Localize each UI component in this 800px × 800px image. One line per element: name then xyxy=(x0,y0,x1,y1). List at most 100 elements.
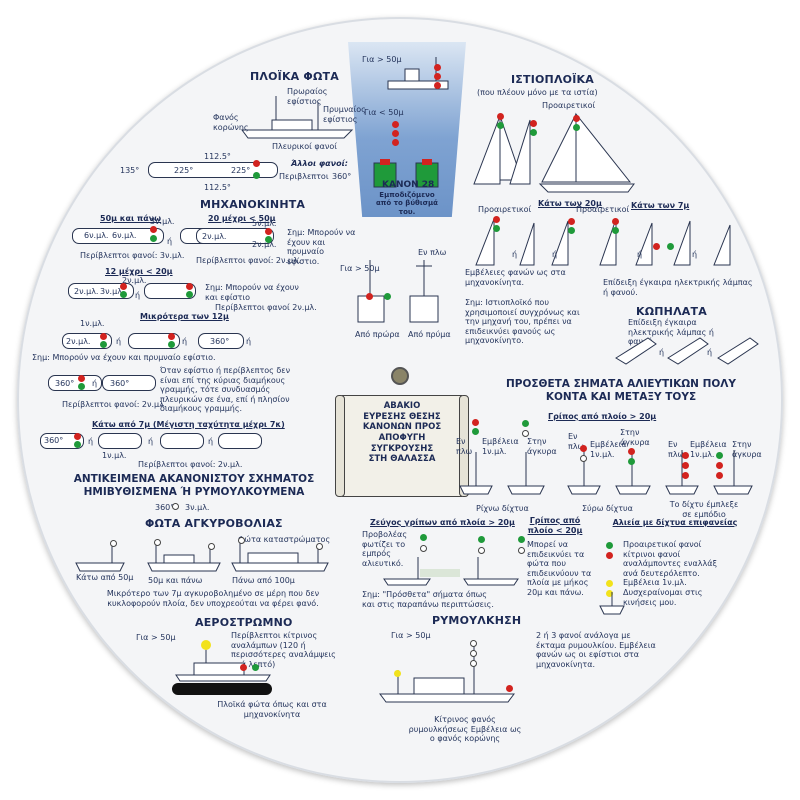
optional-lights-label: Προαιρετικοί xyxy=(542,101,596,110)
port-light xyxy=(100,333,107,340)
red-lamp xyxy=(682,452,689,459)
center-title-scroll: ΑΒΑΚΙΟ ΕΥΡΕΣΗΣ ΘΕΣΗΣ ΚΑΝΟΝΩΝ ΠΡΟΣ ΑΠΟΦΥΓ… xyxy=(335,395,469,497)
port-light xyxy=(168,333,175,340)
starboard-light xyxy=(186,291,193,298)
underway-label: Εν πλω xyxy=(668,440,685,459)
green-lamp xyxy=(420,534,427,541)
banner-red-lamp xyxy=(392,121,399,128)
white-lamp xyxy=(208,543,215,550)
surface-nets-heading: Αλιεία με δίχτυα επιφανείας xyxy=(612,518,738,527)
starboard-light xyxy=(74,441,81,448)
range-1nm: 1ν.μλ. xyxy=(80,319,105,328)
range-2nm: 2ν.μλ. xyxy=(202,232,227,241)
angle-225-right: 225° xyxy=(231,166,251,175)
green-lamp xyxy=(518,536,525,543)
ship-lights-title: ΠΛΟΪΚΑ ΦΩΤΑ xyxy=(250,70,339,83)
range-label: Εμβέλεια 1ν.μλ. xyxy=(590,440,627,459)
towed-range: 3ν.μλ. xyxy=(185,503,210,512)
anchored-vessels-diagram xyxy=(75,539,329,572)
range-2nm: 2ν.μλ. xyxy=(74,287,99,296)
white-lamp xyxy=(478,547,485,554)
towing-caption: Κίτρινος φανός ρυμουλκήσεως Εμβέλεια ως … xyxy=(408,715,522,744)
white-lamp xyxy=(470,650,477,657)
sailing-vessels-diagram xyxy=(473,112,635,193)
port-light xyxy=(186,283,193,290)
angle-112-bottom: 112.5° xyxy=(204,183,231,192)
towed-degrees: 360° xyxy=(155,503,175,512)
white-lamp xyxy=(522,430,529,437)
sailing-vessels-subtitle: (που πλέουν μόνο με τα ιστία) xyxy=(477,88,598,97)
anchor-lights-title: ΦΩΤΑ ΑΓΚΥΡΟΒΟΛΙΑΣ xyxy=(145,517,283,530)
combined-lantern-note: Όταν εφίστιο ή περίβλεπτος δεν είναι επί… xyxy=(160,366,291,414)
white-lamp xyxy=(470,640,477,647)
towing-title: ΡΥΜΟΥΛΚΗΣΗ xyxy=(432,614,522,627)
white-lamp xyxy=(110,540,117,547)
or-label: ή xyxy=(208,437,214,446)
yellow-towing-lamp xyxy=(394,670,401,677)
rowing-boats-diagram xyxy=(615,337,759,365)
banner-under-50-label: Για < 50μ xyxy=(364,108,404,117)
or-label: ή xyxy=(552,250,558,259)
masthead-red-lamp xyxy=(530,120,537,127)
deg-360: 360° xyxy=(110,379,130,388)
angle-135: 135° xyxy=(120,166,140,175)
deg-360: 360° xyxy=(210,337,230,346)
hauling-nets-label: Σύρω δίχτυα xyxy=(582,504,633,513)
disc-pivot xyxy=(391,367,409,385)
vessel-360-side-alt-plan xyxy=(102,375,156,391)
anchor-over-50: 50μ και πάνω xyxy=(148,576,203,585)
sailing-torch-note: Επίδειξη έγκαιρα ηλεκτρικής λάμπας ή φαν… xyxy=(603,278,753,297)
hovercraft-title: ΑΕΡΟΣΤΡΩΜΝΟ xyxy=(195,616,293,629)
center-title-line: ΣΤΗ ΘΑΛΑΣΣΑ xyxy=(368,454,436,465)
masthead-green-lamp xyxy=(573,124,580,131)
white-lamp xyxy=(518,547,525,554)
center-title: ΑΒΑΚΙΟ ΕΥΡΕΣΗΣ ΘΕΣΗΣ ΚΑΝΟΝΩΝ ΠΡΟΣ ΑΠΟΦΥΓ… xyxy=(343,401,461,465)
other-lights-label: Άλλοι φανοί: xyxy=(291,159,348,168)
all-round-3nm: Περίβλεπτοι φανοί: 3ν.μλ. xyxy=(80,251,185,260)
masthead-green-lamp xyxy=(493,225,500,232)
green-lamp xyxy=(478,536,485,543)
starboard-light xyxy=(120,291,127,298)
range-label: Εμβέλεια 1ν.μλ. xyxy=(690,440,727,459)
range-5nm: 5ν.μλ. xyxy=(252,219,277,228)
sailing-range-note: Εμβέλειες φανών ως στα μηχανοκίνητα. xyxy=(465,268,566,287)
or-label: ή xyxy=(135,291,141,300)
banner-over-50-label: Για > 50μ xyxy=(362,55,402,64)
masthead-green-lamp xyxy=(568,227,575,234)
port-light xyxy=(78,375,85,382)
or-label: ή xyxy=(659,348,665,357)
aft-masthead-label: Πρυμναίος εφίστιος xyxy=(323,105,366,124)
green-lamp xyxy=(472,428,479,435)
all-round-label: Περιβλεπτοι xyxy=(279,172,329,181)
center-title-line: ΣΥΓΚΡΟΥΣΗΣ xyxy=(370,443,434,454)
masthead-red-lamp xyxy=(493,216,500,223)
range-6nm: 6ν.μλ. xyxy=(84,231,109,240)
towing-over-50: Για > 50μ xyxy=(391,631,431,640)
deg-360: 360° xyxy=(44,436,64,445)
range-1nm: 1ν.μλ. xyxy=(102,451,127,460)
masthead-red-lamp xyxy=(612,218,619,225)
sidelight-red-lamp xyxy=(653,243,660,250)
all-round-2nm-b: Περίβλεπτοι φανοί 2ν.μλ. xyxy=(215,303,317,312)
under-12m-heading: Μικρότερα των 12μ xyxy=(140,312,229,321)
searchlight-note: Προβολέας φωτίζει το εμπρός αλιευτικό. xyxy=(362,530,408,568)
towed-objects-title: ΑΝΤΙΚΕΙΜΕΝΑ ΑΚΑΝΟΝΙΣΤΟΥ ΣΧΗΜΑΤΟΣ ΗΜΙΒΥΘΙ… xyxy=(73,473,315,498)
vessel-360-plan xyxy=(198,333,244,349)
port-light xyxy=(74,433,81,440)
all-round-2nm-d: Περίβλεπτοι φανοί: 2ν.μλ. xyxy=(138,460,243,469)
fishing-signals-title: ΠΡΟΣΘΕΤΑ ΣΗΜΑΤΑ ΑΛΙΕΥΤΙΚΩΝ ΠΟΛΥ ΚΟΝΤΑ ΚΑ… xyxy=(505,378,737,403)
yellow-lamp xyxy=(606,590,613,597)
range-6nm: 6ν.μλ. xyxy=(112,231,137,240)
forward-masthead-label: Πρωραίος εφίστιος xyxy=(287,87,328,106)
ship-plan-outline xyxy=(148,162,278,178)
masthead-green-lamp xyxy=(497,122,504,129)
all-round-2nm-c: Περίβλεπτοι φανοί: 2ν.μλ. xyxy=(62,400,167,409)
range-2nm: 2ν.μλ. xyxy=(122,276,147,285)
or-label: ή xyxy=(246,337,252,346)
white-lamp xyxy=(172,503,179,510)
red-lamp xyxy=(606,552,613,559)
banner-red-lamp xyxy=(392,130,399,137)
starboard-light xyxy=(150,235,157,242)
optional-masthead-note: Σημ: Μπορούν να έχουν και εφίστιο xyxy=(205,283,299,302)
hovercraft-over-50: Για > 50μ xyxy=(136,633,176,642)
